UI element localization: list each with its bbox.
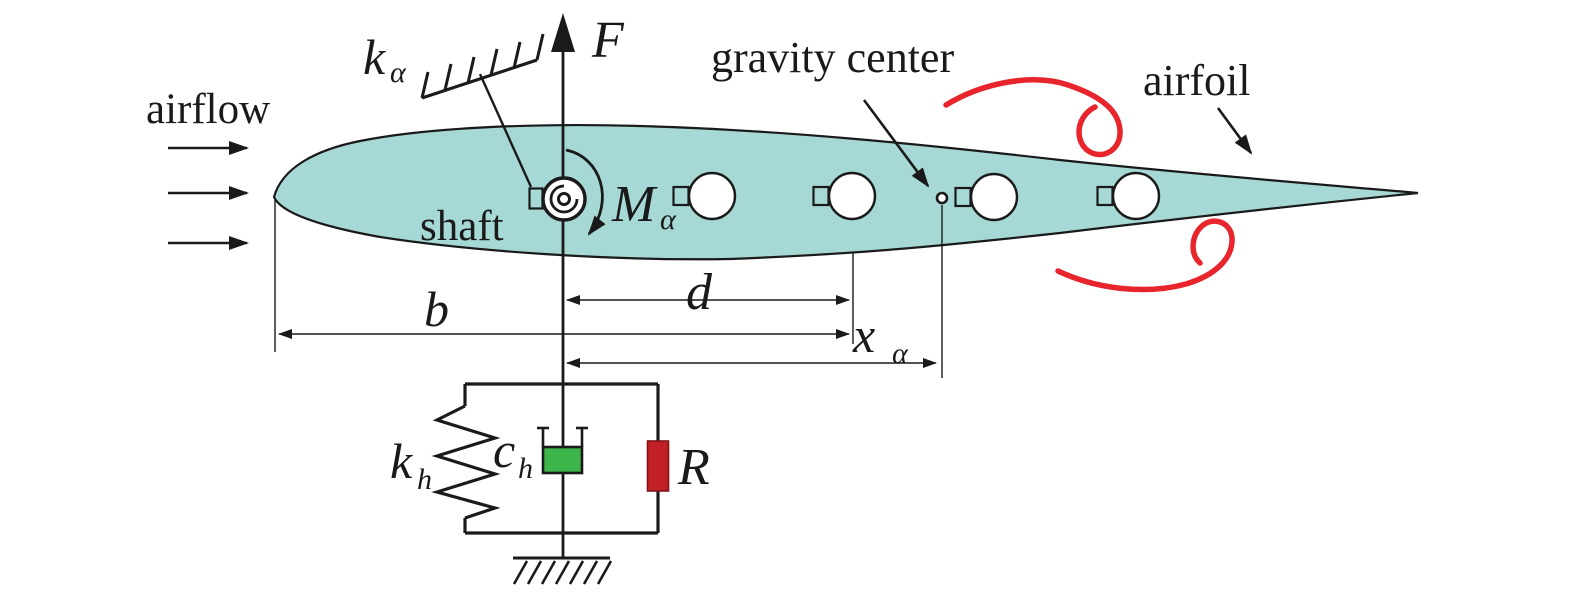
distance-d-label: d bbox=[686, 264, 713, 321]
hole bbox=[827, 171, 877, 221]
shaft-spiral-coil bbox=[549, 184, 579, 214]
unbalance-x-label: x bbox=[852, 307, 875, 363]
pitch-spring-wall bbox=[420, 33, 545, 100]
moment-subscript: α bbox=[660, 203, 677, 236]
shaft-tab bbox=[528, 187, 544, 210]
hole bbox=[1111, 171, 1161, 221]
airfoil-pointer-arrow bbox=[1216, 107, 1253, 155]
plunge-spring-label: k bbox=[390, 433, 413, 489]
hole-tab bbox=[672, 185, 690, 207]
shaft-label: shaft bbox=[420, 203, 504, 250]
vortex-upper bbox=[943, 77, 1123, 158]
hole-tab bbox=[1096, 185, 1114, 207]
plunge-damper-label: c bbox=[493, 422, 515, 478]
force-label: F bbox=[591, 12, 625, 69]
vortex-lower bbox=[1055, 218, 1235, 293]
damper-piston bbox=[541, 445, 584, 475]
airflow-arrows bbox=[168, 141, 249, 250]
plunge-spring-zigzag bbox=[431, 404, 501, 520]
pitch-spring-label: k bbox=[363, 29, 386, 85]
resistance-label: R bbox=[677, 439, 710, 496]
gravity-center-label: gravity center bbox=[711, 33, 954, 82]
unbalance-x-subscript: α bbox=[892, 337, 909, 370]
pitch-spring-link-line bbox=[478, 73, 533, 188]
gravity-center-dot bbox=[935, 191, 949, 205]
moment-label: M bbox=[611, 176, 658, 233]
plunge-spring-subscript: h bbox=[417, 463, 432, 496]
hole-tab bbox=[954, 186, 972, 208]
shaft-spiral-center bbox=[557, 192, 571, 206]
ground-symbol bbox=[512, 556, 613, 585]
airflow-label: airflow bbox=[146, 86, 270, 133]
hole bbox=[687, 171, 737, 221]
hole-tab bbox=[812, 185, 830, 207]
pitch-spring-subscript: α bbox=[390, 56, 407, 89]
airfoil-label: airfoil bbox=[1143, 56, 1251, 105]
force-arrowhead bbox=[551, 13, 575, 52]
airfoil-holes bbox=[672, 171, 1161, 222]
hole bbox=[969, 172, 1019, 222]
moment-arc-arrow bbox=[565, 148, 606, 236]
plunge-damper-subscript: h bbox=[518, 452, 533, 485]
resistor-element bbox=[646, 440, 670, 492]
gravity-center-pointer-arrow bbox=[862, 99, 930, 188]
semichord-b-label: b bbox=[424, 281, 449, 337]
plunge-damper bbox=[537, 426, 588, 475]
